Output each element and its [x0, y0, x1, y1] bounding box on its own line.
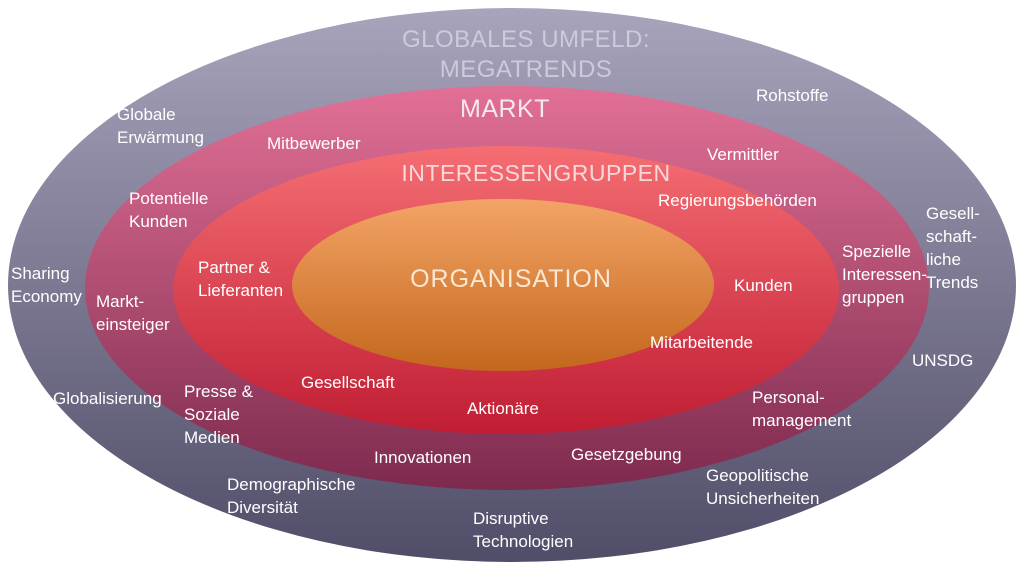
label-potentielle-kunden: Potentielle Kunden: [129, 189, 209, 231]
label-innovationen: Innovationen: [374, 448, 472, 467]
label-globalisierung: Globalisierung: [53, 389, 162, 408]
label-unsdg: UNSDG: [912, 351, 974, 370]
label-markteinsteiger: Markt- einsteiger: [96, 292, 170, 334]
label-presse-soziale-medien: Presse & Soziale Medien: [184, 382, 253, 447]
label-regierungsbehoerden: Regierungsbehörden: [658, 191, 817, 210]
ring-organisation: [292, 199, 714, 371]
label-geopolitische-unsicherheiten: Geopolitische Unsicherheiten: [706, 466, 820, 508]
label-personalmanagement: Personal- management: [752, 388, 852, 430]
ring-title-globales-umfeld: GLOBALES UMFELD: MEGATRENDS: [401, 26, 651, 83]
label-spezielle-interessengruppen: Spezielle Interessen- gruppen: [842, 242, 928, 307]
label-mitarbeitende: Mitarbeitende: [650, 333, 754, 352]
label-aktionaere: Aktionäre: [467, 399, 539, 418]
label-partner-lieferanten: Partner & Lieferanten: [198, 258, 284, 300]
ring-title-interessengruppen: INTERESSENGRUPPEN: [401, 160, 671, 186]
label-gesellschaftliche-trends: Gesell- schaft- liche Trends: [926, 204, 980, 292]
label-rohstoffe: Rohstoffe: [756, 86, 829, 105]
label-sharing-economy: Sharing Economy: [11, 264, 82, 306]
label-demographische-diversitaet: Demographische Diversität: [227, 475, 356, 517]
label-gesetzgebung: Gesetzgebung: [571, 445, 682, 464]
label-mitbewerber: Mitbewerber: [267, 134, 361, 153]
label-kunden: Kunden: [734, 276, 793, 295]
label-gesellschaft: Gesellschaft: [301, 373, 395, 392]
ring-title-organisation: ORGANISATION: [410, 265, 612, 293]
label-globale-erwaermung: Globale Erwärmung: [117, 105, 204, 147]
label-disruptive-technologien: Disruptive Technologien: [473, 509, 574, 551]
ring-title-markt: MARKT: [460, 95, 550, 123]
label-vermittler: Vermittler: [707, 145, 779, 164]
